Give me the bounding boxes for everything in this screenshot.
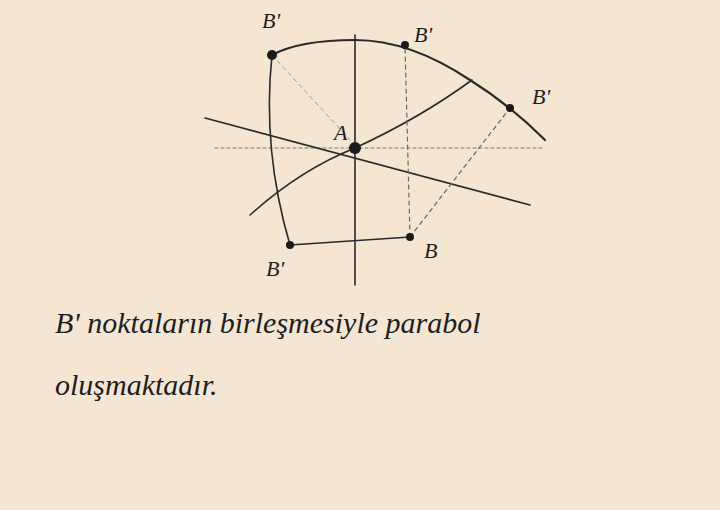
point-label: B' [266,258,284,280]
point [286,241,294,249]
construction-line [269,55,290,245]
mirror-line [205,118,530,205]
point-label: B' [532,86,550,108]
point-label: B' [262,10,280,32]
point [401,41,409,49]
point-label: B' [414,24,432,46]
note-text: B' noktaların birleşmesiyle parabol oluş… [55,292,575,416]
construction-line [290,237,410,245]
point [267,50,277,60]
point [349,142,361,154]
parabola [272,40,545,140]
curve-line [250,80,472,215]
horizontal-axis [215,147,545,148]
dashed-line [405,45,410,237]
point [506,104,514,112]
point-label: B [424,240,437,262]
point-label: A [334,122,347,144]
vertical-axis [354,35,356,285]
point [406,233,414,241]
dashed-line [410,108,510,237]
